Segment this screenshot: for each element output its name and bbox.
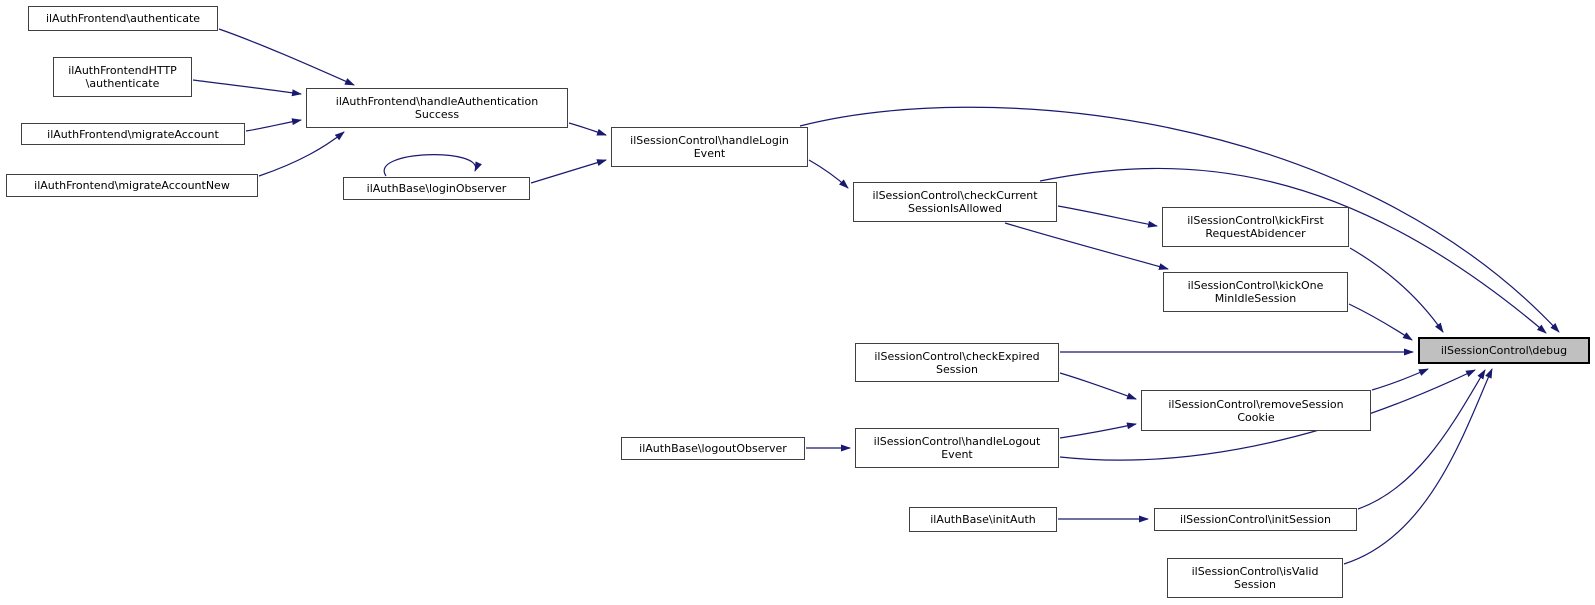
node-label: ilSessionControl\removeSession: [1168, 397, 1344, 411]
edge-init-session-to-debug: [1357, 369, 1486, 510]
edge-kick-first-to-debug: [1349, 247, 1444, 333]
edge-handle-logout-to-remove-cookie: [1059, 422, 1137, 439]
node-label: ilAuthBase\logoutObserver: [639, 442, 787, 455]
node-label: ilAuthFrontend\authenticate: [45, 12, 201, 25]
node-authenticate[interactable]: ilAuthFrontend\authenticate: [28, 6, 218, 31]
edge-login-observer-self-loop: [383, 154, 482, 177]
edge-login-observer-to-handle-login-event: [530, 159, 607, 184]
node-label: \authenticate: [85, 77, 160, 90]
node-label: ilAuthBase\initAuth: [930, 513, 1036, 526]
node-label: ilSessionControl\checkExpired: [874, 349, 1040, 363]
edge-migrate-account-new-to-handle-authentication-success: [258, 131, 345, 177]
edge-is-valid-session-to-debug: [1343, 368, 1493, 565]
node-label: ilSessionControl\handleLogin: [630, 134, 789, 147]
node-label: ilSessionControl\kickOne: [1187, 279, 1324, 292]
node-label: ilSessionControl\checkCurrent: [872, 189, 1038, 202]
node-kick-one-min-idle-session[interactable]: ilSessionControl\kickOne MinIdleSession: [1163, 272, 1348, 312]
edge-authenticate-to-handle-authentication-success: [218, 28, 355, 86]
edge-remove-cookie-to-debug: [1371, 368, 1429, 391]
node-login-observer[interactable]: ilAuthBase\loginObserver: [343, 177, 530, 200]
node-label: SessionIsAllowed: [907, 202, 1003, 215]
node-label: Session: [1234, 578, 1276, 591]
node-label: ilSessionControl\handleLogout: [873, 435, 1041, 448]
node-label: ilSessionControl\initSession: [1180, 513, 1331, 526]
node-handle-authentication-success[interactable]: ilAuthFrontend\handleAuthentication Succ…: [306, 88, 568, 128]
edge-kick-one-to-debug: [1348, 303, 1413, 341]
node-remove-session-cookie[interactable]: ilSessionControl\removeSession Cookie: [1141, 390, 1371, 431]
node-handle-login-event[interactable]: ilSessionControl\handleLogin Event: [611, 127, 808, 167]
node-label: Event: [693, 147, 726, 160]
node-label: ilSessionControl\isValid: [1191, 565, 1319, 578]
node-logout-observer[interactable]: ilAuthBase\logoutObserver: [621, 437, 805, 460]
node-check-expired-session[interactable]: ilSessionControl\checkExpired Session: [855, 343, 1059, 382]
node-label: Event: [941, 448, 973, 461]
node-label: ilAuthFrontend\migrateAccountNew: [34, 179, 230, 192]
node-migrate-account-new[interactable]: ilAuthFrontend\migrateAccountNew: [6, 174, 258, 197]
node-label: ilSessionControl\kickFirst: [1187, 214, 1324, 227]
edge-handle-authentication-success-to-handle-login-event: [568, 122, 607, 136]
node-label: MinIdleSession: [1214, 292, 1297, 305]
node-label: Cookie: [1237, 410, 1275, 424]
node-init-session[interactable]: ilSessionControl\initSession: [1154, 508, 1357, 531]
node-debug: ilSessionControl\debug: [1418, 337, 1590, 364]
node-label: Success: [414, 108, 460, 121]
edge-migrate-account-to-handle-authentication-success: [245, 118, 302, 132]
edge-check-expired-to-remove-cookie: [1059, 372, 1137, 400]
node-label: RequestAbidencer: [1205, 227, 1306, 240]
node-label: ilAuthFrontend\migrateAccount: [47, 127, 219, 141]
node-init-auth[interactable]: ilAuthBase\initAuth: [909, 507, 1057, 532]
edge-handle-login-event-to-check-current-session-is-allowed: [808, 159, 849, 189]
edge-check-current-to-kick-first: [1057, 205, 1158, 228]
edge-check-current-to-debug: [1039, 167, 1547, 334]
node-is-valid-session[interactable]: ilSessionControl\isValid Session: [1167, 558, 1343, 598]
edge-handle-login-event-to-debug: [799, 106, 1560, 333]
node-migrate-account[interactable]: ilAuthFrontend\migrateAccount: [21, 123, 245, 145]
node-label: Session: [936, 362, 978, 376]
node-kick-first-request-abidencer[interactable]: ilSessionControl\kickFirst RequestAbiden…: [1162, 207, 1349, 247]
edge-http-authenticate-to-handle-authentication-success: [192, 79, 302, 97]
node-label: ilAuthFrontend\handleAuthentication: [335, 95, 539, 108]
node-handle-logout-event[interactable]: ilSessionControl\handleLogout Event: [855, 428, 1059, 468]
node-label: ilSessionControl\debug: [1440, 344, 1568, 357]
node-check-current-session-is-allowed[interactable]: ilSessionControl\checkCurrent SessionIsA…: [853, 182, 1057, 222]
node-label: ilAuthFrontendHTTP: [68, 64, 177, 77]
edge-handle-logout-to-debug: [1059, 369, 1476, 461]
edge-check-current-to-kick-one: [1004, 222, 1169, 270]
node-label: ilAuthBase\loginObserver: [366, 182, 507, 195]
node-http-authenticate[interactable]: ilAuthFrontendHTTP \authenticate: [53, 57, 192, 97]
